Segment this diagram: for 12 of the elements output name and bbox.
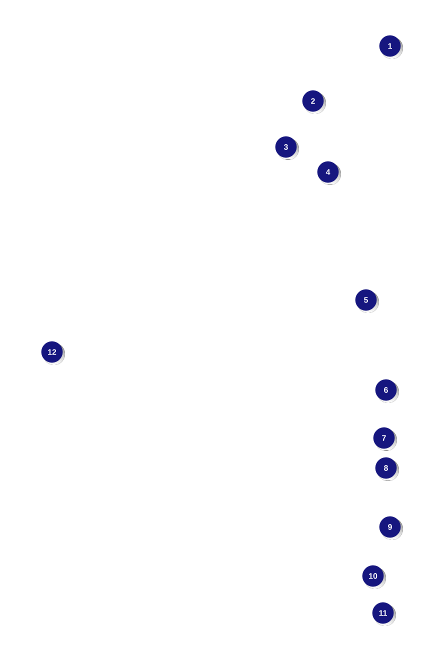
callout-number: 4 (317, 161, 341, 185)
callout-number: 1 (379, 35, 403, 59)
callout-number: 9 (379, 516, 403, 540)
callout-number: 10 (362, 565, 386, 589)
callout-number: 6 (375, 379, 399, 403)
callout-number: 3 (275, 136, 299, 160)
callout-number: 7 (373, 427, 397, 451)
callout-number: 8 (375, 457, 399, 481)
callout-number: 2 (302, 90, 326, 114)
callout-number: 5 (355, 289, 379, 313)
callout-number: 11 (372, 602, 396, 626)
callout-number: 12 (41, 341, 65, 365)
